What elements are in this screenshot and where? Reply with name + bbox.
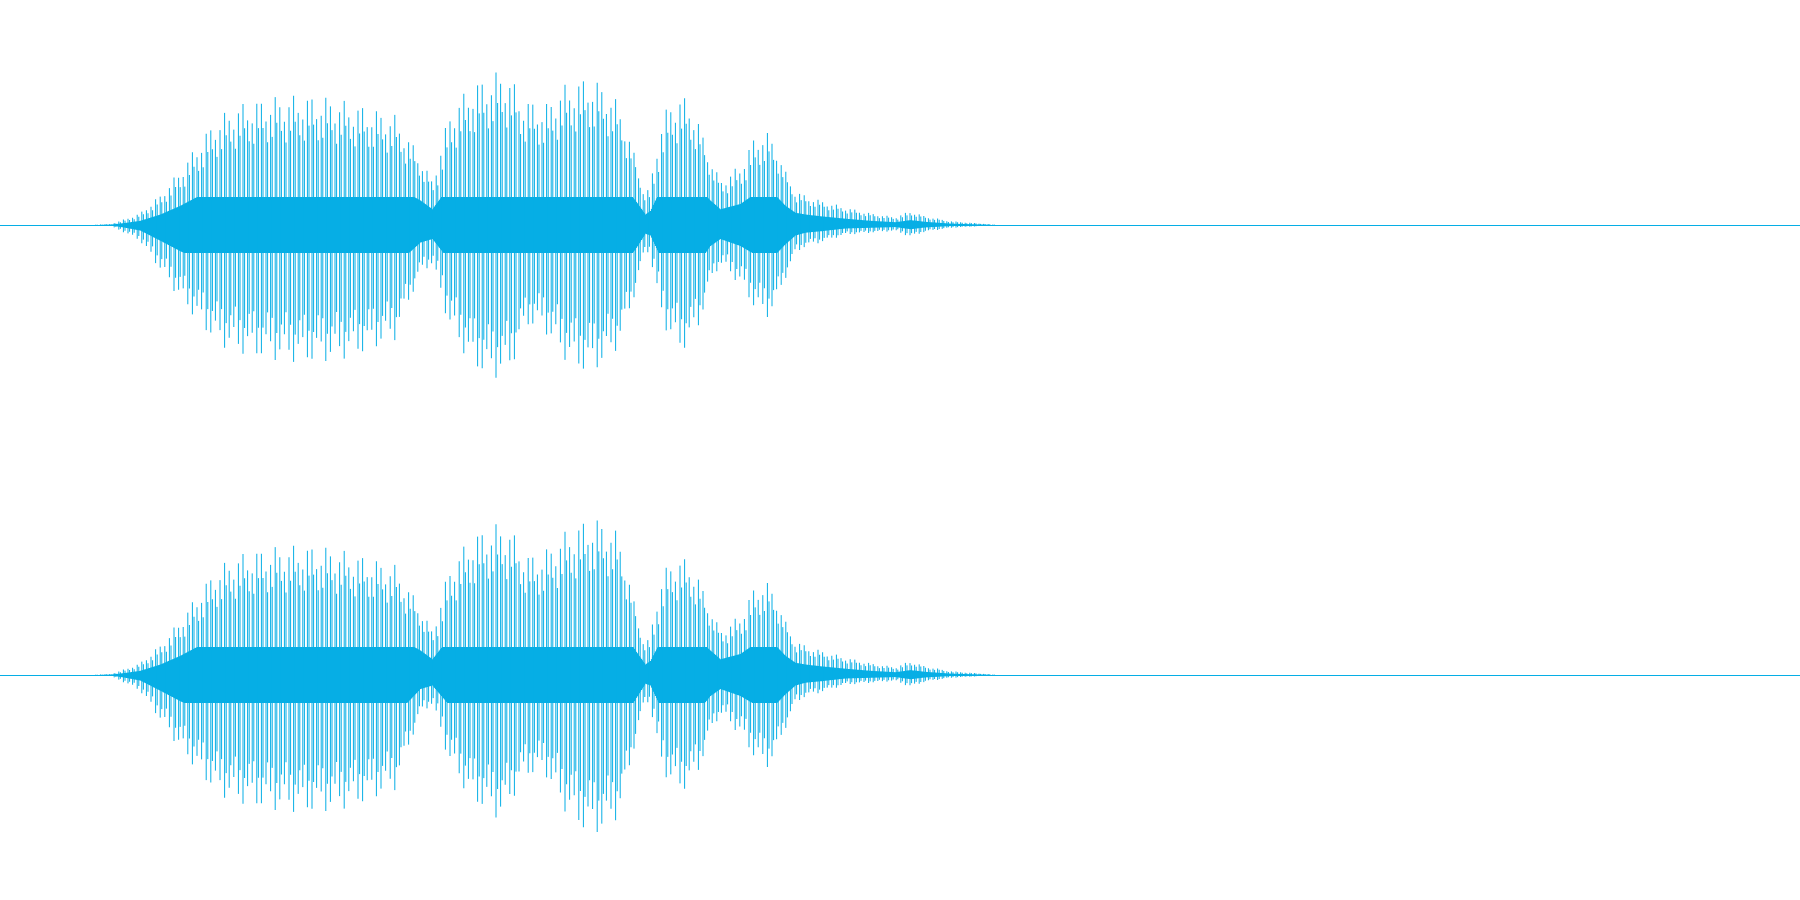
channel-1-waveform xyxy=(0,72,1800,378)
channel-2-waveform xyxy=(0,520,1800,832)
channel-1-oscillations xyxy=(95,72,995,378)
channel-2-oscillations xyxy=(95,520,995,832)
